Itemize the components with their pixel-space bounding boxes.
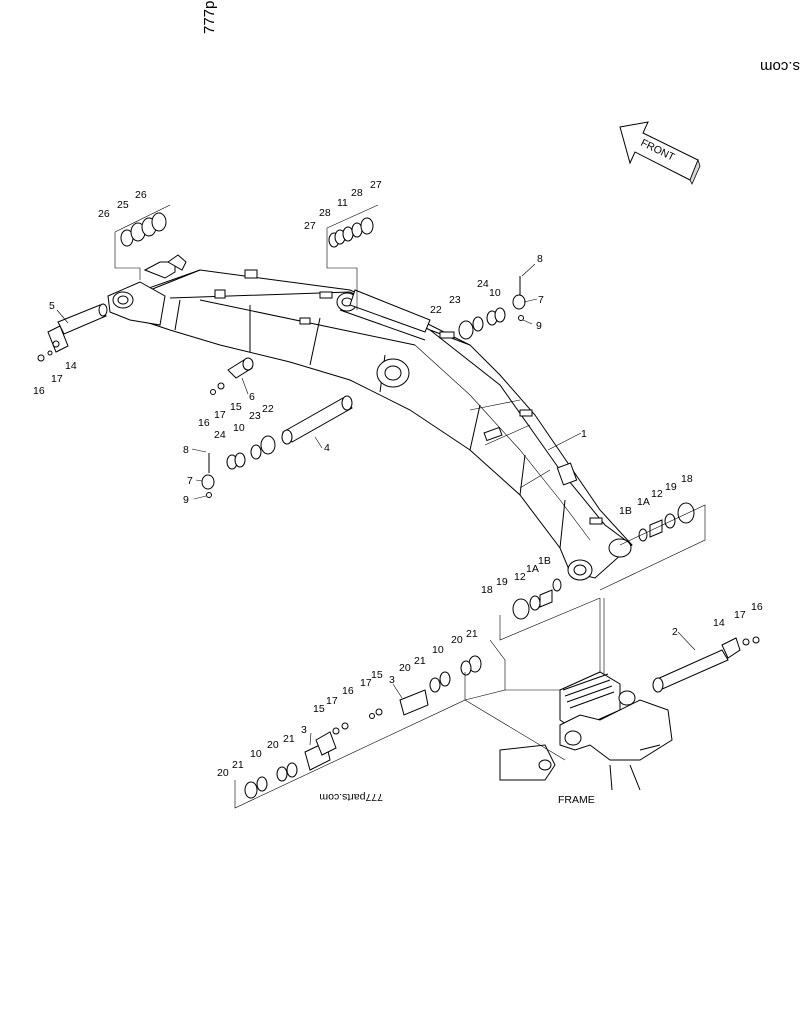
label-10c: 10 (432, 644, 444, 656)
label-8l: 8 (183, 444, 189, 456)
label-19b: 19 (496, 576, 508, 588)
label-14b: 14 (713, 617, 725, 629)
label-27b: 27 (370, 179, 382, 191)
label-20c: 20 (267, 739, 279, 751)
label-28a: 28 (319, 207, 331, 219)
label-23b: 23 (449, 294, 461, 306)
label-12a: 12 (651, 488, 663, 500)
label-2: 2 (672, 626, 678, 638)
label-10d: 10 (250, 748, 262, 760)
label-3b: 3 (389, 674, 395, 686)
label-21b: 21 (414, 655, 426, 667)
label-14a: 14 (65, 360, 77, 372)
part-labels: 1 2 3 3 4 5 6 7 7 8 8 9 9 10 10 10 10 11… (33, 179, 763, 779)
label-1B-a: 1B (619, 505, 632, 517)
label-21d: 21 (232, 759, 244, 771)
label-18a: 18 (681, 473, 693, 485)
label-6: 6 (249, 391, 255, 403)
label-24b: 24 (477, 278, 489, 290)
label-17b: 17 (214, 409, 226, 421)
label-21c: 21 (283, 733, 295, 745)
bolt-group-left-top (37, 350, 53, 362)
label-23a: 23 (249, 410, 261, 422)
label-16d: 16 (342, 685, 354, 697)
label-16a: 16 (33, 385, 45, 397)
watermark-top-left: 777p (201, 1, 218, 34)
washer-group-top-left (114, 204, 171, 280)
pin-5 (47, 303, 108, 353)
label-7r: 7 (538, 294, 544, 306)
pin-2 (652, 636, 760, 693)
label-17a: 17 (51, 373, 63, 385)
frame: FRAME (499, 671, 673, 806)
label-10a: 10 (233, 422, 245, 434)
pin-4 (281, 395, 353, 445)
label-7l: 7 (187, 475, 193, 487)
label-15c: 15 (313, 703, 325, 715)
boom-assembly (107, 254, 633, 581)
washer-group-right-upper (458, 276, 526, 340)
washer-group-top-center (326, 204, 379, 310)
label-12b: 12 (514, 571, 526, 583)
leader-lines (56, 263, 696, 746)
label-5: 5 (49, 300, 55, 312)
label-17c: 17 (734, 609, 746, 621)
label-11: 11 (337, 197, 348, 209)
label-22a: 22 (262, 403, 274, 415)
bushing-group-right (599, 502, 706, 591)
label-17d: 17 (326, 695, 338, 707)
label-16c: 16 (751, 601, 763, 613)
washer-group-left (201, 435, 276, 498)
label-24a: 24 (214, 429, 226, 441)
label-25: 25 (117, 199, 129, 211)
label-26b: 26 (135, 189, 147, 201)
label-8r: 8 (537, 253, 543, 265)
label-27a: 27 (304, 220, 316, 232)
front-arrow: FRONT (619, 121, 701, 185)
label-18b: 18 (481, 584, 493, 596)
label-1A-b: 1A (526, 563, 539, 575)
watermark-bottom: 777parts.com (319, 791, 383, 803)
label-19a: 19 (665, 481, 677, 493)
label-20a: 20 (451, 634, 463, 646)
label-1A-a: 1A (637, 496, 650, 508)
label-9l: 9 (183, 494, 189, 506)
label-15b: 15 (371, 669, 383, 681)
frame-label: FRAME (558, 794, 595, 806)
label-10b: 10 (489, 287, 501, 299)
label-20b: 20 (399, 662, 411, 674)
label-26a: 26 (98, 208, 110, 220)
label-21a: 21 (466, 628, 478, 640)
label-4: 4 (324, 442, 330, 454)
lower-parts-row (234, 639, 566, 809)
label-9r: 9 (536, 320, 542, 332)
label-20d: 20 (217, 767, 229, 779)
pin-6 (210, 357, 254, 395)
label-28b: 28 (351, 187, 363, 199)
label-3a: 3 (301, 724, 307, 736)
label-1B-b: 1B (538, 555, 551, 567)
label-1: 1 (581, 428, 587, 440)
label-22b: 22 (430, 304, 442, 316)
label-17e: 17 (360, 677, 372, 689)
label-16b: 16 (198, 417, 210, 429)
watermark-top-right: s.com (760, 58, 800, 75)
label-15a: 15 (230, 401, 242, 413)
